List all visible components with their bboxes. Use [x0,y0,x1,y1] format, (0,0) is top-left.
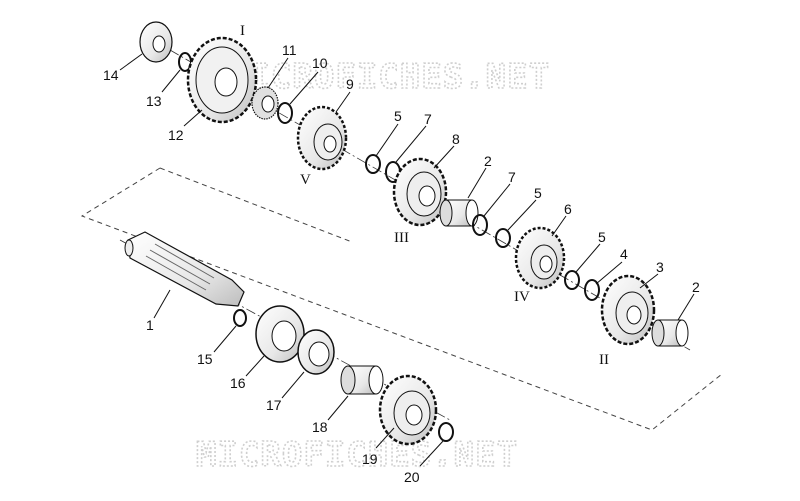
part-label-5c: 5 [598,229,606,245]
washer-10 [277,102,293,124]
part-label-5a: 5 [394,108,402,124]
part-label-2a: 2 [484,153,492,169]
ring-15 [233,309,247,327]
assembly-outline [80,167,723,431]
leader-lines [119,53,695,467]
part-label-8: 8 [452,131,460,147]
part-label-7b: 7 [508,169,516,185]
part-label-9: 9 [346,76,354,92]
watermark-top: MICROFICHES.NET [228,57,550,97]
bearing-16 [255,305,305,363]
part-label-6: 6 [564,201,572,217]
part-label-11: 11 [282,42,297,58]
assembly-outline-top [159,167,353,243]
part-label-5b: 5 [534,185,542,201]
gear-label-I: I [240,23,245,39]
gear-9 [296,105,348,171]
washer-7b [472,214,488,236]
bearing-17 [297,329,335,375]
part-label-17: 17 [266,397,282,413]
part-label-7a: 7 [424,111,432,127]
part-label-18: 18 [312,419,328,435]
ring-13 [178,52,192,72]
part-label-2b: 2 [692,279,700,295]
bushing-2b [651,319,689,347]
part-label-14: 14 [103,67,119,83]
gear-8 [392,157,448,227]
watermark-bottom: MICROFICHES.NET [196,435,518,475]
part-label-4: 4 [620,246,628,262]
part-label-1: 1 [146,317,154,333]
part-label-19: 19 [362,451,378,467]
washer-4 [584,279,600,301]
gear-label-IV: IV [514,289,530,305]
part-label-12: 12 [168,127,184,143]
bearing-14 [139,21,173,63]
gear-3 [600,274,656,346]
circlip-5a [365,154,381,174]
bushing-2a [439,199,479,227]
shaft-1 [124,231,245,307]
bushing-18 [340,365,384,395]
gear-label-III: III [394,230,409,246]
gear-12 [186,36,258,124]
part-label-16: 16 [230,375,246,391]
needle-bearing-11 [251,86,279,120]
gear-19 [378,374,438,446]
part-label-20: 20 [404,469,420,485]
gear-label-V: V [300,172,311,188]
circlip-5b [495,228,511,248]
circlip-5c [564,270,580,290]
part-label-3: 3 [656,259,664,275]
part-label-10: 10 [312,55,328,71]
gear-label-II: II [599,352,609,368]
gear-6 [514,226,566,290]
part-label-15: 15 [197,351,213,367]
part-label-13: 13 [146,93,162,109]
circlip-20 [438,422,454,442]
